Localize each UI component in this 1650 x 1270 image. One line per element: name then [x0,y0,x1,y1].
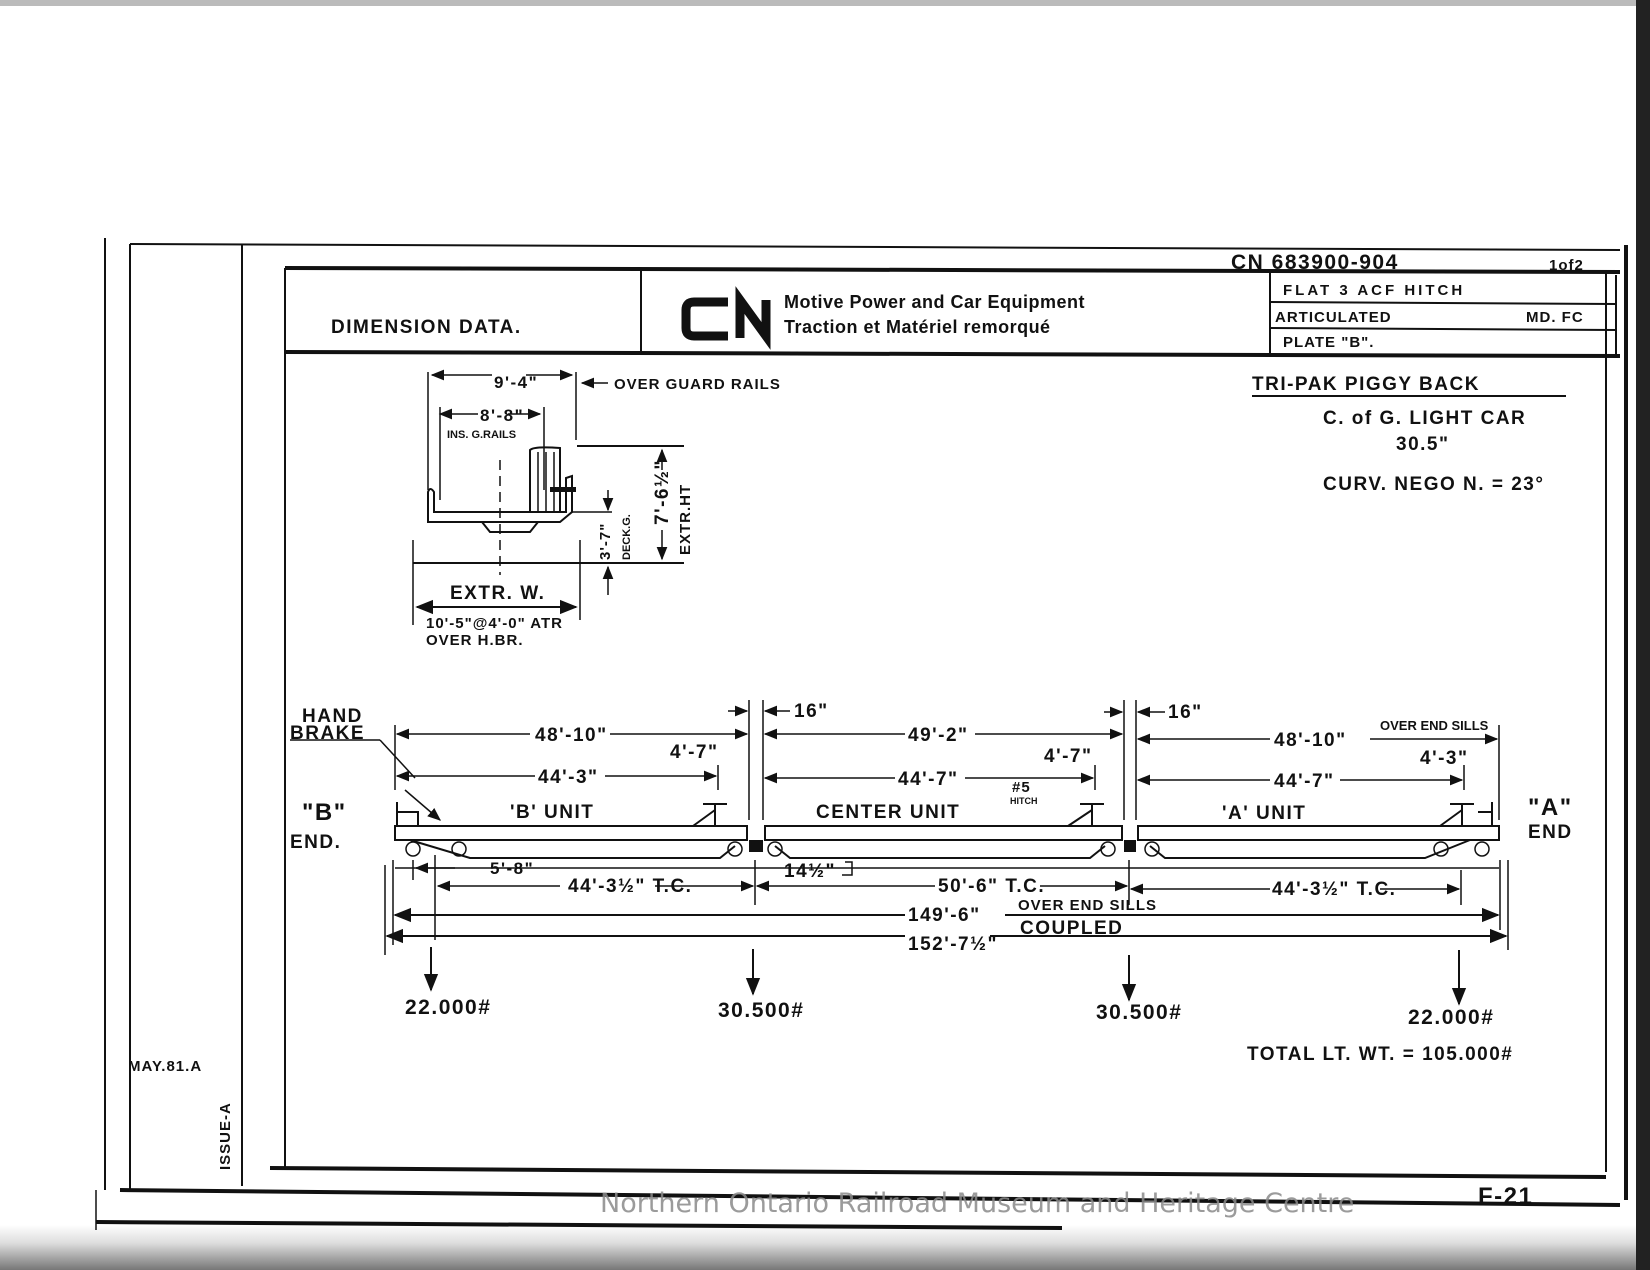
plate-label: PLATE "B". [1283,334,1374,351]
b-end-label-1: "B" [302,799,347,826]
center-unit-over-sills: 49'-2" [908,725,969,746]
center-unit-truck-centers: 50'-6" T.C. [938,876,1045,897]
inside-rails-dim: 8'-8" [480,406,524,425]
cn-logo [681,286,771,350]
curve-negotiation: CURV. NEGO N. = 23° [1323,474,1544,495]
deck-height-label: DECK.G. [621,514,633,560]
overall-coupled: 152'-7½" [908,934,998,955]
b-unit-truck-centers: 44'-3½" T.C. [568,876,692,897]
revision-date: MAY.81.A [128,1058,202,1075]
center-unit-hitch-offset: 4'-7" [1044,746,1093,767]
car-class: FLAT 3 ACF HITCH [1283,282,1465,299]
truck-1-weight: 22.000# [405,996,491,1019]
extreme-width-note: OVER H.BR. [426,632,524,649]
hitch-label-1: #5 [1012,779,1031,796]
hand-brake-label-2: BRAKE [290,723,365,744]
wheel-sets [405,841,1490,857]
a-unit-truck-centers: 44'-3½" T.C. [1272,879,1396,900]
truck-4-weight: 22.000# [1408,1006,1494,1029]
model-code: MD. FC [1526,309,1584,326]
deck-height-dim: 3'-7" [597,523,614,560]
coupler-gap-2: 16" [1168,702,1203,723]
car-type-title: TRI-PAK PIGGY BACK [1252,374,1480,395]
b-unit-hitch-offset: 4'-7" [670,742,719,763]
sheet-number: 1of2 [1549,257,1584,274]
b-unit-over-sills: 48'-10" [535,725,608,746]
overall-over-end-sills-label: OVER END SILLS [1018,897,1157,914]
over-guard-rails-dim: 9'-4" [494,373,538,392]
scan-edge-right [1636,0,1650,1270]
extreme-width-label: EXTR. W. [450,583,545,604]
company-line-1: Motive Power and Car Equipment [784,292,1085,312]
cog-label: C. of G. LIGHT CAR [1323,408,1526,429]
center-unit-length: 44'-7" [898,769,959,790]
overall-over-end-sills: 149'-6" [908,905,981,926]
a-end-label-1: "A" [1528,794,1573,821]
side-view-drawing [290,700,1509,1006]
museum-watermark: Northern Ontario Railroad Museum and Her… [600,1188,1354,1219]
coupler-drop-dim: 14½" [784,861,836,882]
a-unit-hitch-offset: 4'-3" [1420,748,1469,769]
b-unit-length: 44'-3" [538,767,599,788]
b-unit-label: 'B' UNIT [510,802,594,823]
b-end-label-2: END. [290,832,341,853]
drawing-number: CN 683900-904 [1231,251,1399,274]
extreme-height-dim: 7'-6½" [652,459,673,525]
cog-value: 30.5" [1396,434,1450,455]
total-light-weight: TOTAL LT. WT. = 105.000# [1247,1044,1513,1065]
extreme-width-dim: 10'-5"@4'-0" ATR [426,615,563,632]
overall-coupled-label: COUPLED [1020,918,1123,939]
coupler-gap-1: 16" [794,701,829,722]
sheet-frames [95,238,1628,1230]
center-unit-label: CENTER UNIT [816,802,960,823]
over-guard-rails-label: OVER GUARD RAILS [614,376,781,393]
scan-edge-top [0,0,1650,6]
company-line-2: Traction et Matériel remorqué [784,317,1051,337]
wheelbase-dim: 5'-8" [490,859,534,878]
inside-rails-label: INS. G.RAILS [447,429,516,441]
articulated-label: ARTICULATED [1275,309,1392,326]
a-end-label-2: END [1528,822,1573,843]
page-code: F-21 [1478,1183,1533,1210]
over-end-sills-label: OVER END SILLS [1380,718,1489,733]
truck-3-weight: 30.500# [1096,1001,1182,1024]
a-unit-length: 44'-7" [1274,771,1335,792]
truck-2-weight: 30.500# [718,999,804,1022]
hand-brake-label-1: HAND [302,706,363,727]
dimension-data-title: DIMENSION DATA. [331,317,522,338]
a-unit-label: 'A' UNIT [1222,803,1306,824]
issue-label: ISSUE-A [217,1102,234,1170]
cross-section-drawing [412,369,684,625]
hitch-label-2: HITCH [1010,796,1038,806]
a-unit-over-sills: 48'-10" [1274,730,1347,751]
scan-edge-bottom [0,1225,1650,1270]
extreme-height-label: EXTR.HT [677,484,694,555]
